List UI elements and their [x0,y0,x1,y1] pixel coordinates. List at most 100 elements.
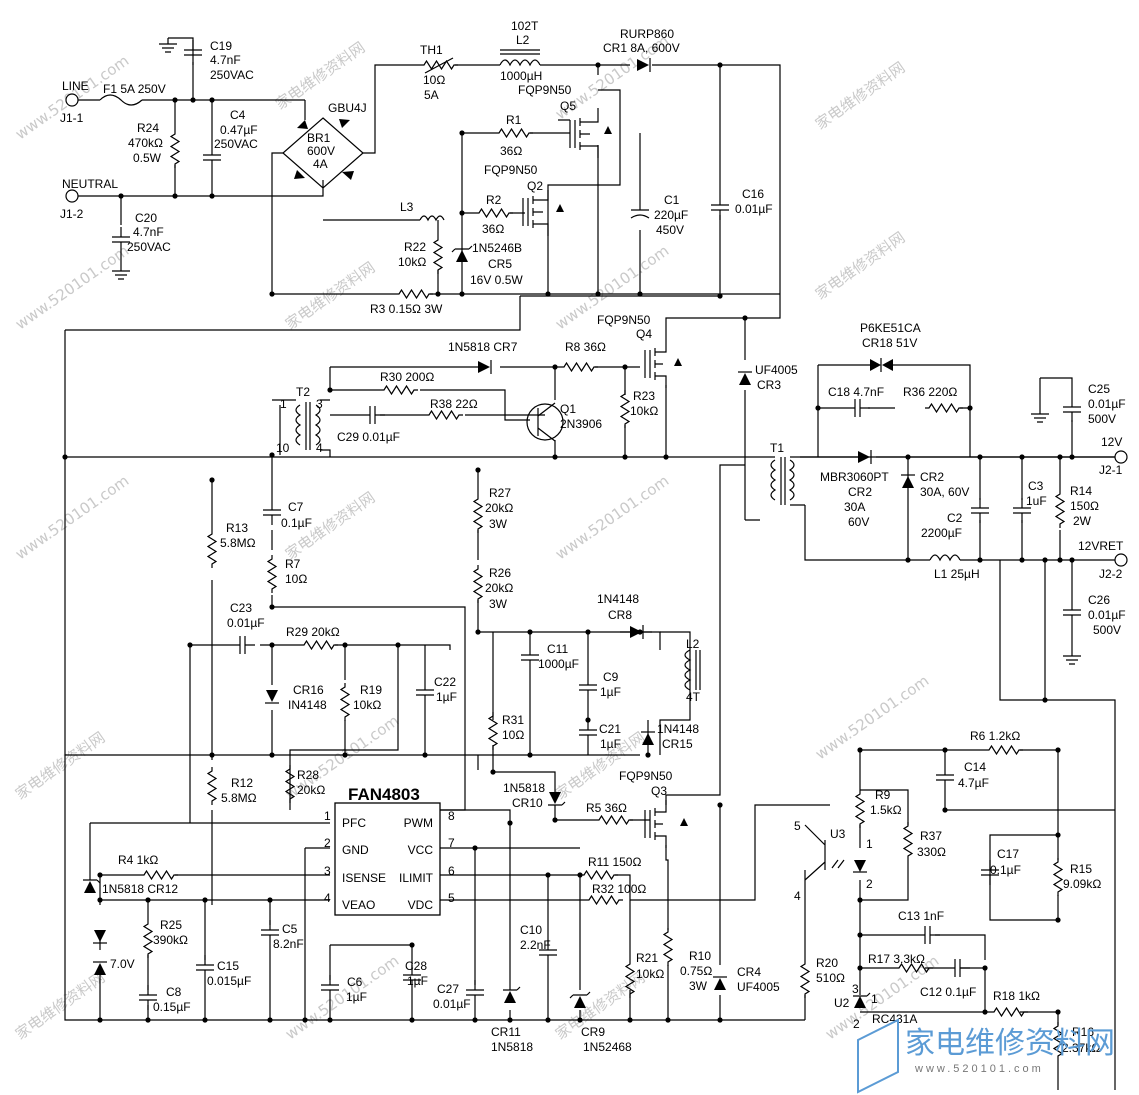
label-r25a: R25 [160,918,182,932]
junction-dot [1069,557,1075,563]
junction-dot [459,291,465,297]
label-c21b: 1µF [600,737,621,751]
watermark-text: www.520101.com [552,472,672,564]
label-r20a: R20 [816,956,838,970]
label-r37b: 330Ω [917,845,946,859]
junction-dot [1019,557,1025,563]
watermark-text: 家电维修资料网 [812,228,908,303]
label-c11a: C11 [547,642,568,656]
label-l2bb: 4T [686,690,701,704]
watermark-text: 家电维修资料网 [12,968,108,1043]
label-neutral: NEUTRAL [62,177,118,191]
label-cr4b: UF4005 [737,980,780,994]
label-cr18a: P6KE51CA [860,321,921,335]
label-c4c: 250VAC [214,137,258,151]
label-r6: R6 1.2kΩ [970,729,1020,743]
junction-dot [187,642,193,648]
label-r12b: 5.8MΩ [221,791,257,805]
junction-dot [527,629,533,635]
label-r27a: R27 [489,486,511,500]
junction-dot [209,97,215,103]
label-c2a: C2 [947,511,963,525]
label-q5b: Q5 [560,99,576,113]
junction-dot [552,364,558,370]
junction-dot [409,942,415,948]
label-l2a: 102T [511,19,539,33]
junction-dot [717,802,723,808]
label-r38: R38 22Ω [430,397,478,411]
label-r22b: 10kΩ [398,255,426,269]
label-r31a: R31 [502,713,524,727]
junction-dot [942,807,948,813]
label-r7a: R7 [285,557,301,571]
label-cr12: 1N5818 CR12 [102,882,178,896]
label-c17a: C17 [997,847,1019,861]
label-c1a: C1 [664,193,680,207]
junction-dot [302,1017,308,1023]
site-logo: 家电维修资料网 www.520101.com [857,1018,1115,1094]
components [62,37,1128,1061]
junction-dot [395,642,401,648]
junction-dot [585,629,591,635]
label-q2b: Q2 [527,179,543,193]
label-r9b: 1.5kΩ [870,803,902,817]
label-cr18b: CR18 51V [862,336,917,350]
junction-dot [977,454,983,460]
label-j21: J2-1 [1099,463,1123,477]
ic-pin-number: 3 [324,864,331,878]
label-c17b: 0.1µF [990,863,1021,877]
junction-dot [269,642,275,648]
junction-dot [857,932,863,938]
label-c4b: 0.47µF [220,123,258,137]
label-cr11b: 1N5818 [491,1040,533,1054]
label-r13a: R13 [226,521,248,535]
label-r24a: R24 [137,121,159,135]
label-f1: F1 5A 250V [103,82,166,96]
label-l2b: L2 [516,33,530,47]
junction-dot [172,97,178,103]
label-r15a: R15 [1070,862,1092,876]
junction-dot [97,872,103,878]
label-br1c: 4A [313,157,328,171]
label-r24b: 470kΩ [128,136,163,150]
junction-dot [1055,832,1061,838]
label-r14c: 2W [1073,514,1092,528]
label-r12a: R12 [231,776,253,790]
label-c9b: 1µF [600,685,621,699]
label-c7b: 0.1µF [281,516,312,530]
junction-dot [1069,454,1075,460]
junction-dot [267,1017,273,1023]
label-cr9a: CR9 [581,1025,605,1039]
junction-dot [1055,1009,1061,1015]
label-cr1b: CR1 8A, 600V [603,41,680,55]
junction-dot [552,817,558,823]
junction-dot [967,405,973,411]
label-c6b: 1µF [346,990,367,1004]
label-r8: R8 36Ω [565,340,606,354]
label-c19a: C19 [210,39,232,53]
label-r16a: R16 [1072,1025,1094,1039]
ic-name: FAN4803 [348,785,420,804]
label-c7a: C7 [288,500,304,514]
label-c5a: C5 [282,922,298,936]
label-c9a: C9 [603,670,619,684]
label-r19a: R19 [360,683,382,697]
ic-pin-label: PFC [342,816,366,830]
junction-dot [645,752,651,758]
label-p3: 3 [316,397,323,411]
label-r21a: R21 [636,951,658,965]
label-r2b: 36Ω [482,222,504,236]
label-c14a: C14 [964,760,986,774]
label-c25a: C25 [1088,382,1110,396]
label-c18: C18 4.7nF [828,385,884,399]
label-v12ret: 12VRET [1078,539,1124,553]
label-c8a: C8 [166,985,182,999]
label-cr2a: CR2 [848,485,872,499]
label-c2b: 2200µF [921,526,962,540]
junction-dot [342,752,348,758]
ic-pin-label: VEAO [342,898,375,912]
label-r24c: 0.5W [133,151,162,165]
junction-dot [209,477,215,483]
junction-dot [663,454,669,460]
junction-dot [202,1017,208,1023]
